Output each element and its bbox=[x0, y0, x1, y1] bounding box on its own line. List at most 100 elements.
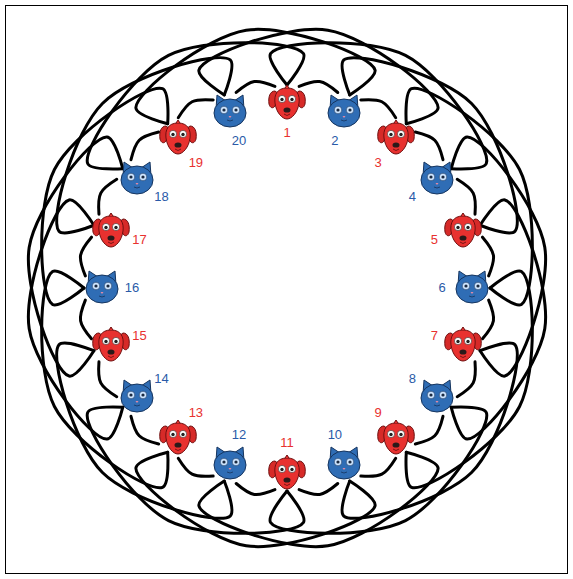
dog-pupil bbox=[290, 98, 293, 101]
cat-nose bbox=[228, 468, 231, 470]
connector-line bbox=[131, 416, 159, 444]
dog-nose bbox=[108, 350, 115, 355]
connector-line bbox=[299, 81, 338, 92]
node-number: 17 bbox=[131, 233, 147, 247]
cat-mouth bbox=[341, 472, 347, 473]
dog-node: 3 bbox=[376, 118, 416, 158]
dog-tuft bbox=[394, 120, 398, 123]
cat-nose bbox=[343, 116, 346, 118]
dog-head bbox=[166, 423, 190, 454]
cat-eye bbox=[232, 106, 240, 114]
dog-mouth bbox=[393, 449, 399, 451]
dog-pupil bbox=[466, 226, 469, 229]
dog-icon bbox=[158, 418, 198, 458]
cat-pupil bbox=[464, 284, 467, 287]
dog-eye bbox=[464, 338, 471, 345]
cat-mouth bbox=[99, 296, 105, 297]
cat-pupil bbox=[94, 284, 97, 287]
dog-pupil bbox=[456, 226, 459, 229]
dog-nose bbox=[284, 477, 291, 482]
cat-nose bbox=[471, 292, 474, 294]
dog-eye bbox=[112, 223, 119, 230]
dog-head bbox=[275, 458, 299, 489]
cat-node: 6 bbox=[452, 268, 492, 308]
cat-icon bbox=[210, 92, 250, 132]
dog-eye bbox=[387, 430, 394, 437]
dog-head bbox=[275, 88, 299, 119]
dog-head bbox=[166, 123, 190, 154]
dog-eye bbox=[180, 131, 187, 138]
cat-icon bbox=[324, 92, 364, 132]
dog-eye bbox=[288, 465, 295, 472]
dog-node: 9 bbox=[376, 418, 416, 458]
connector-line bbox=[80, 237, 91, 276]
cat-eye bbox=[92, 282, 100, 290]
cat-pupil bbox=[130, 393, 133, 396]
cat-head bbox=[121, 384, 153, 412]
cat-head bbox=[421, 384, 453, 412]
cat-pupil bbox=[234, 108, 237, 111]
cat-eye bbox=[140, 173, 148, 181]
connector-line bbox=[483, 237, 494, 276]
dog-eye bbox=[288, 95, 295, 102]
connector-line bbox=[299, 484, 338, 495]
connector-line bbox=[87, 43, 304, 169]
dog-node: 19 bbox=[158, 118, 198, 158]
dog-icon bbox=[267, 453, 307, 493]
dog-eye bbox=[112, 338, 119, 345]
cat-mouth bbox=[227, 120, 233, 121]
cat-pupil bbox=[429, 393, 432, 396]
connector-line bbox=[136, 29, 375, 123]
connector-line bbox=[415, 132, 443, 160]
connector-line bbox=[131, 132, 159, 160]
cat-pupil bbox=[106, 284, 109, 287]
dog-nose bbox=[108, 235, 115, 240]
cat-pupil bbox=[130, 176, 133, 179]
node-number: 1 bbox=[282, 126, 291, 140]
dog-node: 5 bbox=[443, 211, 483, 251]
dog-mouth bbox=[175, 149, 181, 151]
dog-head bbox=[99, 216, 123, 247]
connector-line bbox=[457, 362, 475, 397]
dog-node: 13 bbox=[158, 418, 198, 458]
node-number: 9 bbox=[373, 406, 382, 420]
dog-nose bbox=[175, 143, 182, 148]
dog-mouth bbox=[284, 114, 290, 116]
dog-pupil bbox=[290, 468, 293, 471]
node-number: 15 bbox=[131, 329, 147, 343]
cat-nose bbox=[136, 401, 139, 403]
cat-node: 10 bbox=[324, 444, 364, 484]
cat-icon bbox=[117, 159, 157, 199]
cat-head bbox=[214, 99, 246, 127]
cat-eye bbox=[104, 282, 112, 290]
cat-eye bbox=[346, 458, 354, 466]
cat-eye bbox=[220, 106, 228, 114]
dog-icon bbox=[443, 211, 483, 251]
cat-node: 8 bbox=[417, 377, 457, 417]
node-number: 13 bbox=[188, 406, 204, 420]
connector-line bbox=[178, 458, 213, 476]
dog-pupil bbox=[182, 432, 185, 435]
connector-line bbox=[361, 458, 396, 476]
dog-tuft bbox=[109, 327, 113, 330]
cat-head bbox=[121, 166, 153, 194]
dog-nose bbox=[284, 107, 291, 112]
dog-pupil bbox=[104, 340, 107, 343]
dog-mouth bbox=[284, 484, 290, 486]
dog-node: 17 bbox=[91, 211, 131, 251]
cat-eye bbox=[220, 458, 228, 466]
dog-mouth bbox=[460, 356, 466, 358]
cat-pupil bbox=[476, 284, 479, 287]
dog-mouth bbox=[108, 356, 114, 358]
dog-pupil bbox=[399, 432, 402, 435]
dog-head bbox=[384, 123, 408, 154]
cat-pupil bbox=[349, 460, 352, 463]
connector-line bbox=[57, 343, 232, 518]
cat-nose bbox=[101, 292, 104, 294]
cat-head bbox=[214, 451, 246, 479]
connector-line bbox=[236, 484, 275, 495]
cat-eye bbox=[334, 458, 342, 466]
dog-mouth bbox=[175, 449, 181, 451]
cat-icon bbox=[452, 268, 492, 308]
dog-pupil bbox=[389, 432, 392, 435]
